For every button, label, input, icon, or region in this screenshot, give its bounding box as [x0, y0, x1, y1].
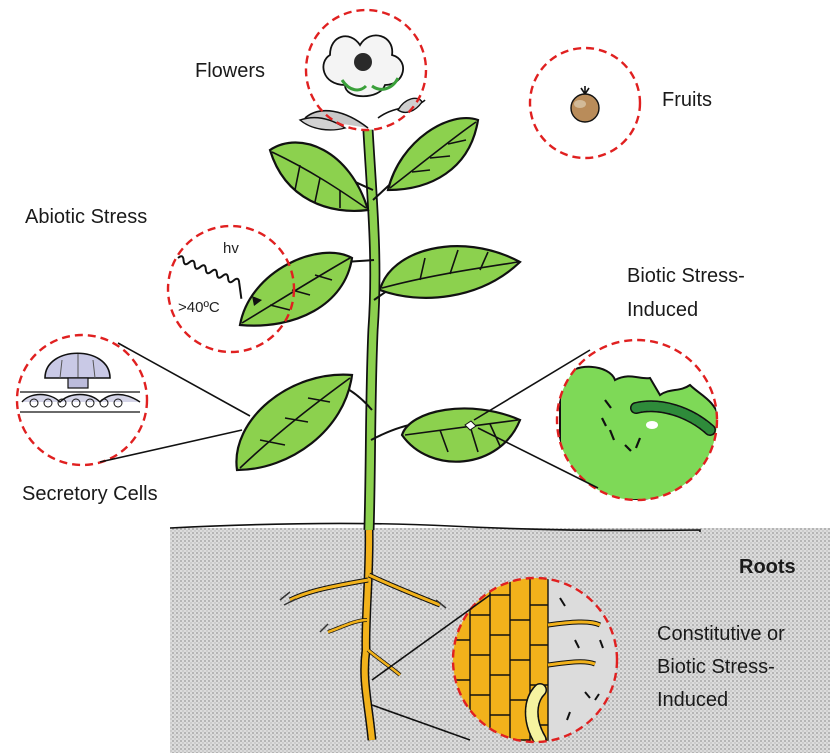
secretory-cells-label: Secretory Cells: [22, 483, 158, 505]
hv-label: hv: [223, 240, 239, 257]
flower-icon: [300, 35, 425, 130]
temperature-label: >40ºC: [178, 299, 220, 316]
larva-icon: [532, 690, 540, 740]
secretory-connector-top: [118, 343, 250, 416]
biotic-label-line2: Induced: [627, 299, 698, 321]
roots-label: Roots: [739, 556, 796, 578]
light-wave-icon: [173, 255, 248, 298]
biotic-label-line1: Biotic Stress-: [627, 265, 745, 287]
fruit-icon: [571, 86, 599, 122]
constitutive-label-line1: Constitutive or: [657, 623, 785, 645]
leaf-mid-right: [380, 246, 520, 298]
abiotic-stress-label: Abiotic Stress: [25, 206, 147, 228]
flowers-label: Flowers: [195, 60, 265, 82]
fruits-label: Fruits: [662, 89, 712, 111]
leaf-upper-left: [270, 143, 368, 211]
constitutive-label-line3: Induced: [657, 689, 728, 711]
leaf-upper-right: [388, 118, 478, 190]
glandular-trichome-icon: [20, 353, 140, 412]
secretory-connector-bottom: [100, 430, 242, 462]
constitutive-label-line2: Biotic Stress-: [657, 656, 775, 678]
leaf-lower-right: [402, 408, 520, 461]
leaf-mid-left: [240, 253, 352, 326]
leaf-lower-left: [236, 375, 352, 470]
